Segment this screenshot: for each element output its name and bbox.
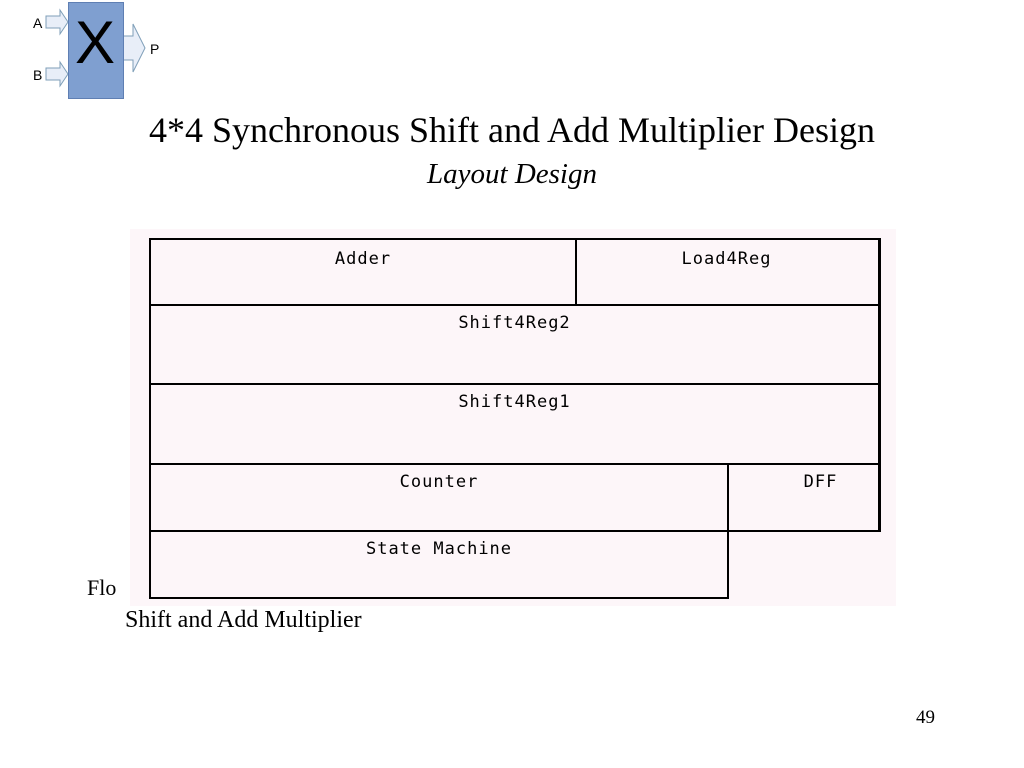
counter-block: Counter [149,463,729,532]
layout-figure-background [130,229,896,606]
output-arrow-p-icon [122,23,146,73]
multiplier-logo: X A B P [30,0,170,100]
load4reg-block: Load4Reg [575,238,881,306]
figure-caption: Shift and Add Multiplier [125,607,362,633]
shift4reg2-label: Shift4Reg2 [458,313,571,333]
multiplier-box [68,2,124,99]
dff-block: DFF [727,463,881,532]
shift4reg1-label: Shift4Reg1 [458,392,571,412]
adder-block: Adder [149,238,577,306]
input-arrow-a-icon [45,8,69,36]
counter-label: Counter [399,472,479,492]
dff-label: DFF [803,472,838,492]
caption-partial-text: Flo [87,575,117,600]
input-label-a: A [33,15,43,31]
logo-arrows [45,8,146,88]
page-number: 49 [916,707,935,728]
state-machine-label: State Machine [365,539,513,559]
input-arrow-b-icon [45,60,69,88]
multiplier-symbol: X [74,9,116,76]
output-label-p: P [150,41,160,57]
slide-title: 4*4 Synchronous Shift and Add Multiplier… [149,110,875,150]
slide-subtitle: Layout Design [427,158,597,190]
input-label-b: B [33,67,43,83]
shift4reg2-block: Shift4Reg2 [149,304,881,385]
load4reg-label: Load4Reg [681,249,772,269]
shift4reg1-block: Shift4Reg1 [149,383,881,465]
state-machine-block: State Machine [149,530,729,599]
adder-label: Adder [334,249,392,269]
